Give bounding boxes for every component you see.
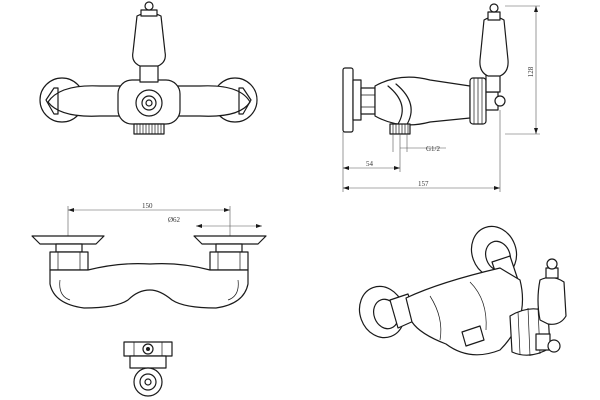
plan-body: [49, 263, 249, 309]
plan-outlet-screw-dot: [146, 347, 150, 351]
dim-128-label: 128: [527, 66, 535, 77]
plan-left-collar: [55, 243, 83, 253]
side-nut-lines: [361, 94, 375, 108]
plan-left-flange: [31, 235, 105, 245]
plan-right-collar: [215, 243, 243, 253]
side-handle-cap: [487, 11, 501, 21]
side-handle-stem: [485, 73, 501, 93]
dim-54-arrows: [343, 166, 400, 170]
front-right-nut: [238, 87, 252, 115]
plan-outlet-ring-core: [144, 378, 152, 386]
front-handle-cap: [140, 9, 158, 17]
plan-left-nut-lines: [57, 252, 81, 270]
dim-62-label: Ø62: [168, 216, 181, 224]
side-flange-collar: [352, 79, 362, 121]
side-swivel-curve-2: [395, 83, 412, 127]
side-lever-handle: [479, 16, 509, 77]
side-handle-knob: [489, 3, 499, 13]
front-thread-lines: [136, 124, 162, 134]
dim-150-label: 150: [142, 202, 153, 210]
iso-outlet: [461, 325, 485, 347]
plan-outlet-nut-lines: [133, 342, 163, 356]
dim-g12-label: G1/2: [426, 145, 441, 153]
side-hex-nut: [360, 87, 376, 115]
iso-body: [405, 267, 524, 356]
side-valve-ribs: [473, 78, 483, 124]
plan-left-nut: [49, 251, 89, 271]
iso-handle-knob: [546, 258, 558, 270]
side-body: [374, 76, 471, 126]
side-swivel-curve: [387, 85, 403, 125]
plan-right-nut: [209, 251, 249, 271]
plan-right-nut-lines: [217, 252, 241, 270]
plan-view: 150 Ø62: [31, 202, 267, 397]
dim-157-label: 157: [418, 180, 429, 188]
plan-body-highlights: [59, 279, 239, 301]
side-wall-flange: [342, 67, 354, 133]
front-handle-knob: [144, 1, 154, 11]
isometric-view: [358, 225, 567, 357]
iso-cap-knob: [547, 339, 561, 353]
dim-54-label: 54: [366, 160, 374, 168]
side-view: 128 G1/2 54 157: [342, 3, 540, 192]
plan-right-flange: [193, 235, 267, 245]
front-view: [39, 1, 258, 135]
front-left-nut: [45, 87, 59, 115]
iso-body-contours: [429, 281, 487, 341]
side-cap-knob: [494, 95, 506, 107]
iso-lever-handle: [537, 276, 567, 325]
front-outlet-core: [145, 99, 153, 107]
front-lever-handle: [132, 12, 166, 67]
plan-outlet-thread: [129, 355, 167, 369]
side-thread-lines: [392, 124, 409, 134]
